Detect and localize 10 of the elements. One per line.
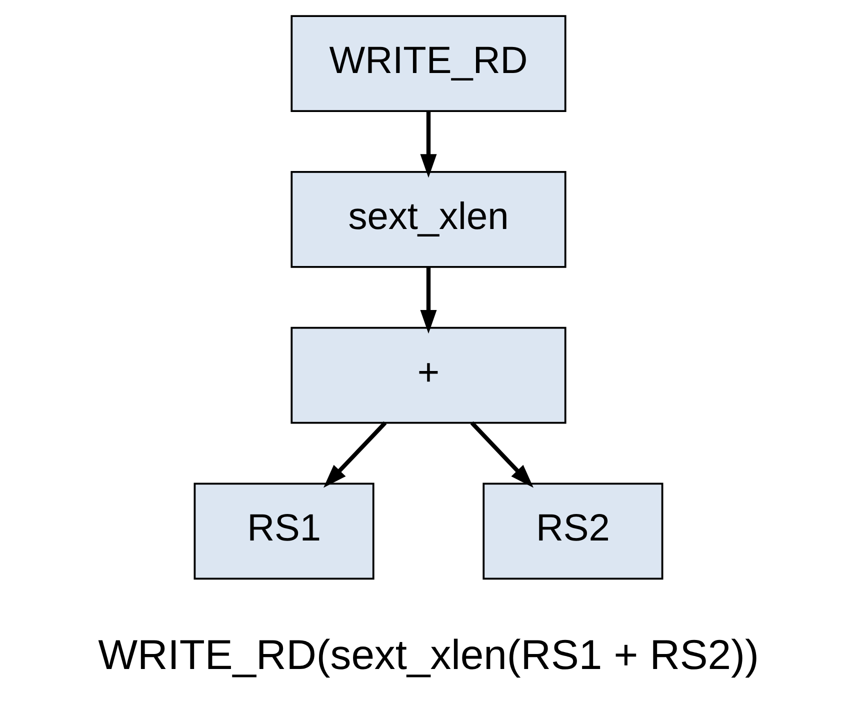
- node-box: RS2: [482, 482, 663, 580]
- caption: WRITE_RD(sext_xlen(RS1 + RS2)): [98, 631, 758, 678]
- arrow: [420, 266, 436, 334]
- arrow: [420, 111, 436, 178]
- arrow: [470, 421, 533, 488]
- node-box: sext_xlen: [290, 170, 566, 268]
- arrow: [323, 421, 386, 488]
- node-box: +: [290, 326, 566, 424]
- node-box: WRITE_RD: [290, 15, 566, 112]
- node-box: RS1: [193, 482, 374, 580]
